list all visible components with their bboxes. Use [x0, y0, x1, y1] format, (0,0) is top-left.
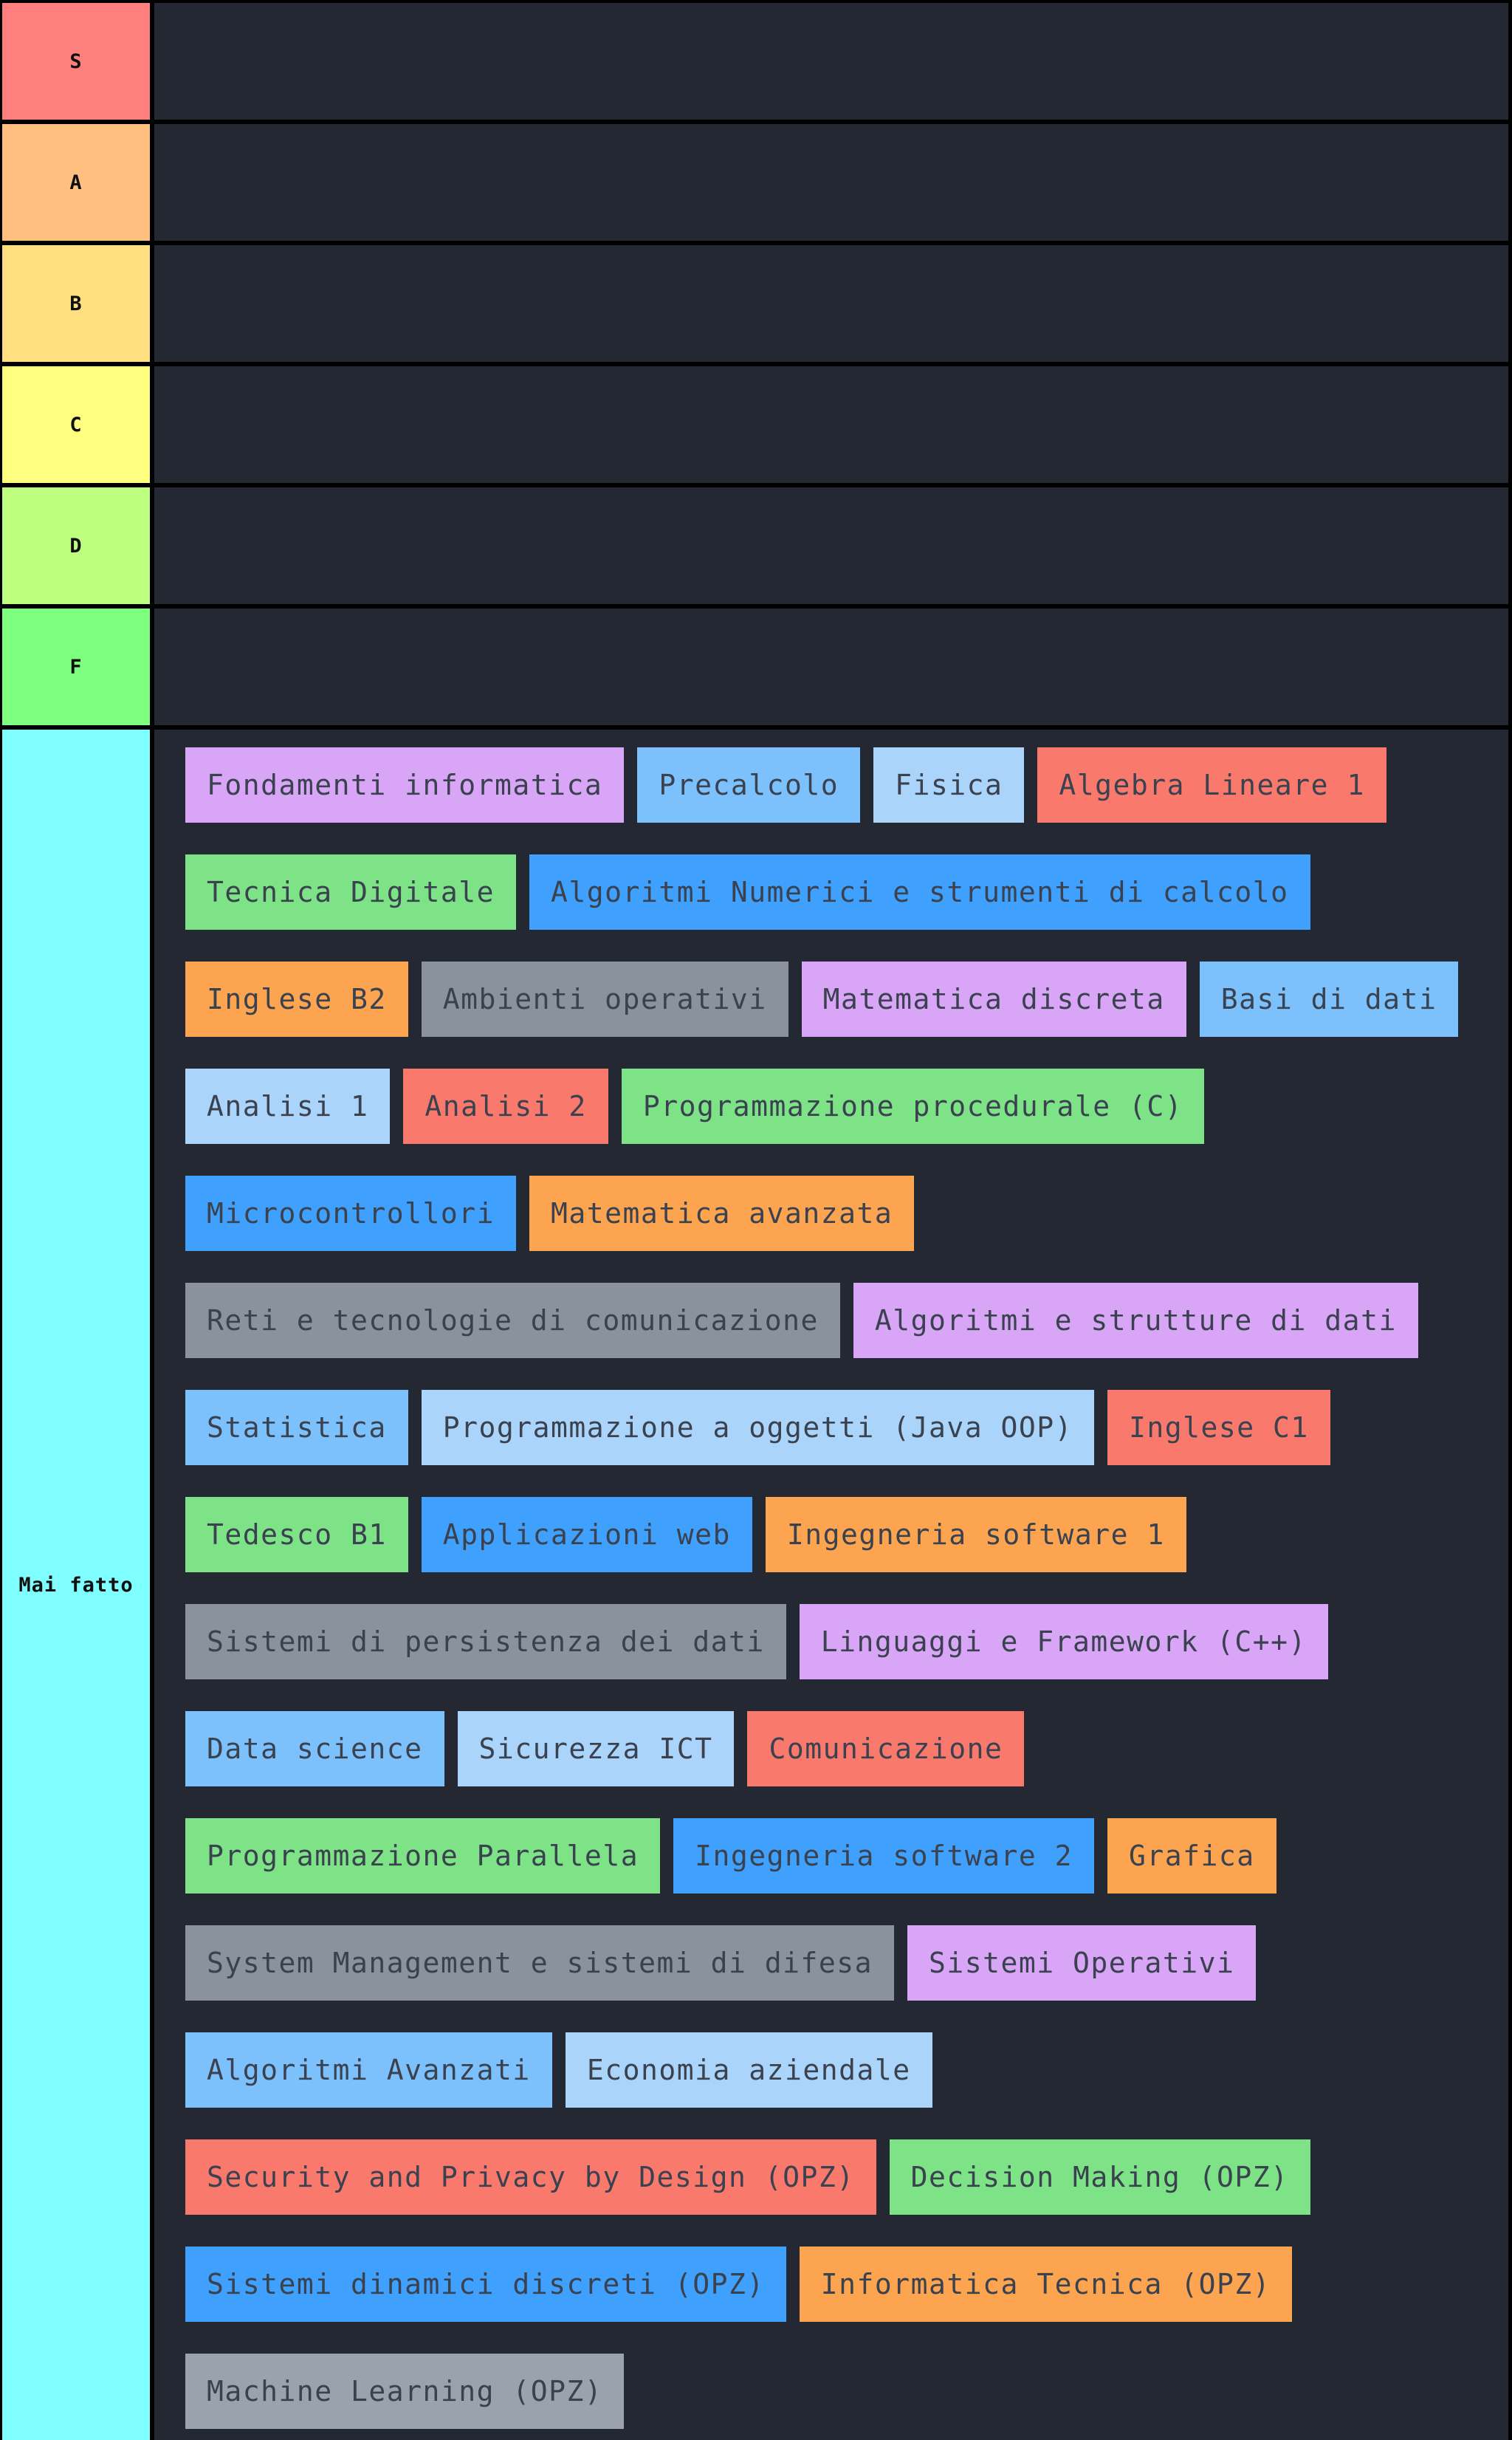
item-chip[interactable]: Informatica Tecnica (OPZ)	[799, 2247, 1293, 2322]
tier-dropzone[interactable]	[150, 124, 1508, 241]
item-chip[interactable]: Matematica avanzata	[529, 1176, 915, 1251]
item-chip[interactable]: Economia aziendale	[565, 2032, 932, 2108]
item-chip[interactable]: Ambienti operativi	[421, 962, 788, 1037]
tier-row-b: B	[2, 245, 1512, 362]
item-chip[interactable]: Inglese B2	[185, 962, 408, 1037]
item-chip[interactable]: Sistemi Operativi	[907, 1925, 1257, 2001]
tier-row-a: A	[2, 124, 1512, 241]
tier-label: S	[2, 3, 150, 120]
item-chip[interactable]: Data science	[185, 1711, 444, 1786]
item-chip[interactable]: Basi di dati	[1199, 962, 1459, 1037]
item-row: Machine Learning (OPZ)	[185, 2354, 1508, 2429]
tier-label: F	[2, 609, 150, 725]
item-chip[interactable]: Applicazioni web	[421, 1497, 752, 1572]
item-chip[interactable]: Algebra Lineare 1	[1037, 747, 1386, 823]
tier-dropzone[interactable]	[150, 366, 1508, 483]
item-row: Security and Privacy by Design (OPZ)Deci…	[185, 2139, 1508, 2215]
tier-label: D	[2, 487, 150, 604]
item-chip[interactable]: Algoritmi Avanzati	[185, 2032, 552, 2108]
item-chip[interactable]: Programmazione procedurale (C)	[621, 1069, 1205, 1144]
item-chip[interactable]: Microcontrollori	[185, 1176, 517, 1251]
item-row: Sistemi dinamici discreti (OPZ)Informati…	[185, 2247, 1508, 2322]
tier-dropzone[interactable]	[150, 245, 1508, 362]
tier-row-s: S	[2, 3, 1512, 120]
item-chip[interactable]: Decision Making (OPZ)	[889, 2139, 1310, 2215]
tier-dropzone[interactable]	[150, 3, 1508, 120]
item-chip[interactable]: Grafica	[1107, 1818, 1276, 1894]
item-chip[interactable]: Programmazione Parallela	[185, 1818, 661, 1894]
item-chip[interactable]: Sistemi dinamici discreti (OPZ)	[185, 2247, 786, 2322]
tier-row-c: C	[2, 366, 1512, 483]
tier-label: C	[2, 366, 150, 483]
tier-dropzone[interactable]	[150, 609, 1508, 725]
item-chip[interactable]: Tecnica Digitale	[185, 854, 517, 930]
item-chip[interactable]: Matematica discreta	[801, 962, 1186, 1037]
item-chip[interactable]: Algoritmi Numerici e strumenti di calcol…	[529, 854, 1310, 930]
item-chip[interactable]: Fisica	[873, 747, 1025, 823]
item-chip[interactable]: System Management e sistemi di difesa	[185, 1925, 894, 2001]
item-chip[interactable]: Sistemi di persistenza dei dati	[185, 1604, 786, 1679]
item-chip[interactable]: Fondamenti informatica	[185, 747, 625, 823]
tier-row-f: F	[2, 609, 1512, 725]
item-chip[interactable]: Security and Privacy by Design (OPZ)	[185, 2139, 876, 2215]
item-chip[interactable]: Reti e tecnologie di comunicazione	[185, 1283, 840, 1358]
tier-label: A	[2, 124, 150, 241]
tier-label: B	[2, 245, 150, 362]
item-chip[interactable]: Statistica	[185, 1390, 408, 1465]
tier-dropzone[interactable]	[150, 487, 1508, 604]
item-chip[interactable]: Comunicazione	[747, 1711, 1025, 1786]
item-chip[interactable]: Analisi 2	[403, 1069, 608, 1144]
item-chip[interactable]: Algoritmi e strutture di dati	[853, 1283, 1418, 1358]
tier-label: Mai fatto	[2, 730, 150, 2440]
item-chip[interactable]: Programmazione a oggetti (Java OOP)	[421, 1390, 1095, 1465]
item-chip[interactable]: Ingegneria software 1	[765, 1497, 1186, 1572]
item-chip[interactable]: Linguaggi e Framework (C++)	[799, 1604, 1328, 1679]
item-chip[interactable]: Precalcolo	[637, 747, 861, 823]
item-chip[interactable]: Tedesco B1	[185, 1497, 408, 1572]
item-chip[interactable]: Ingegneria software 2	[673, 1818, 1095, 1894]
item-chip[interactable]: Inglese C1	[1107, 1390, 1330, 1465]
tier-row-d: D	[2, 487, 1512, 604]
item-chip[interactable]: Analisi 1	[185, 1069, 391, 1144]
item-chip[interactable]: Sicurezza ICT	[457, 1711, 735, 1786]
item-chip[interactable]: Machine Learning (OPZ)	[185, 2354, 625, 2429]
